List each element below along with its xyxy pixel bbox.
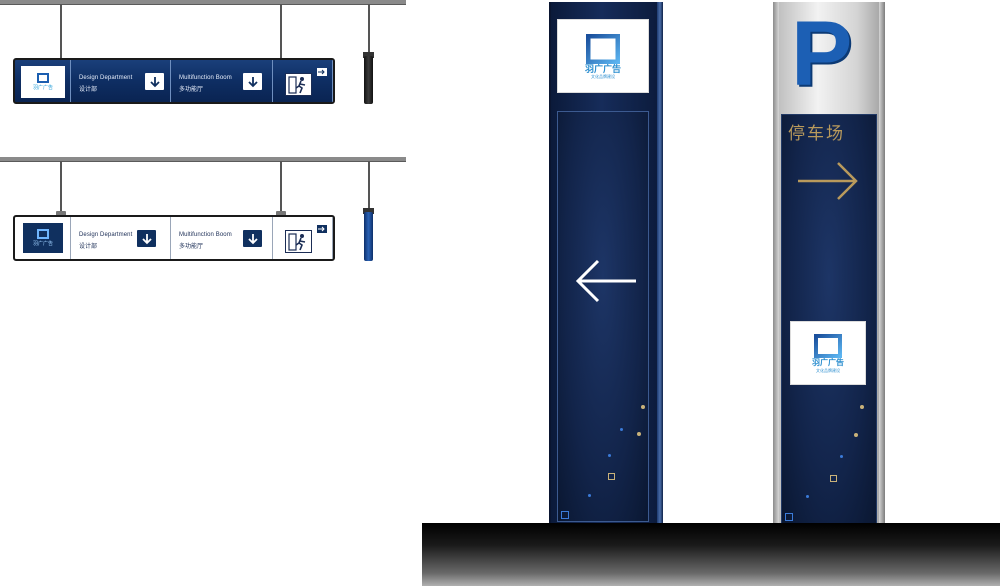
hanger-rod <box>60 4 62 58</box>
decor-square <box>785 513 793 521</box>
floor-base <box>422 523 1000 586</box>
logo: 羽广广告 文化品牌建设 <box>557 19 649 93</box>
totem-edge <box>657 2 663 524</box>
logo-text: 羽广广告 <box>584 63 621 74</box>
decor-square <box>608 473 615 480</box>
logo-text: 羽广广告 <box>32 85 53 91</box>
ceiling-bar-top <box>0 0 406 5</box>
down-arrow-icon <box>145 73 164 90</box>
directional-totem: 羽广广告 文化品牌建设 <box>549 2 663 524</box>
decor-dot <box>608 454 611 457</box>
logo-segment: 羽广广告 <box>15 217 71 259</box>
decor-square <box>830 475 837 482</box>
totem-frame-left <box>773 2 779 524</box>
multifunction-hall-segment: Multifunction Boom 多功能厅 <box>171 217 273 259</box>
exit-segment <box>273 217 333 259</box>
logo-square-icon <box>814 333 842 358</box>
multifunction-hall-en: Multifunction Boom <box>179 75 232 81</box>
multifunction-hall-zh: 多功能厅 <box>179 244 204 250</box>
logo-tagline: 文化品牌建设 <box>591 73 615 79</box>
hanger-rod <box>368 161 370 209</box>
decor-dot <box>840 455 843 458</box>
right-arrow-icon <box>317 68 327 76</box>
logo-square-icon <box>37 229 49 239</box>
decor-dot <box>620 428 623 431</box>
logo-tagline: 文化品牌建设 <box>816 367 840 373</box>
totem-inner-panel: 停车场 羽广广告 文化品牌建设 <box>781 114 877 524</box>
parking-label: 停车场 <box>788 124 845 144</box>
totem-frame-right <box>879 2 885 524</box>
left-arrow-icon <box>575 259 636 303</box>
right-arrow-icon <box>317 225 327 233</box>
side-sign-dark <box>364 56 373 104</box>
decor-dot <box>641 405 645 409</box>
side-sign-cap <box>363 208 374 214</box>
logo-text: 羽广广告 <box>32 241 53 247</box>
logo-square-icon <box>586 33 620 64</box>
decor-dot <box>637 432 641 436</box>
multifunction-hall-zh: 多功能厅 <box>179 87 204 93</box>
parking-p-letter: P <box>791 3 853 105</box>
multifunction-hall-en: Multifunction Boom <box>179 232 232 238</box>
down-arrow-icon <box>137 230 156 247</box>
hanger-rod <box>60 161 62 215</box>
logo: 羽广广告 <box>21 66 65 98</box>
decor-dot <box>854 433 858 437</box>
ceiling-bar-bottom <box>0 157 406 162</box>
hanger-rod <box>280 161 282 215</box>
design-department-en: Design Department <box>79 75 133 81</box>
parking-totem: P 停车场 羽广广告 文化品牌建设 <box>773 2 885 524</box>
design-department-zh: 设计部 <box>79 244 98 250</box>
down-arrow-icon <box>243 73 262 90</box>
side-sign-blue <box>364 212 373 261</box>
logo: 羽广广告 <box>23 223 63 253</box>
design-department-zh: 设计部 <box>79 87 98 93</box>
exit-segment <box>273 60 333 102</box>
decor-dot <box>588 494 591 497</box>
decor-square <box>561 511 569 519</box>
hanging-sign-light: 羽广广告 Design Department 设计部 Multifunction… <box>13 215 335 261</box>
design-department-segment: Design Department 设计部 <box>71 60 171 102</box>
side-sign-cap <box>363 52 374 58</box>
decor-dot <box>806 495 809 498</box>
hanger-rod <box>280 4 282 58</box>
hanger-clip <box>56 211 66 216</box>
down-arrow-icon <box>243 230 262 247</box>
decor-dot <box>860 405 864 409</box>
hanger-clip <box>276 211 286 216</box>
logo: 羽广广告 文化品牌建设 <box>790 321 866 385</box>
design-department-en: Design Department <box>79 232 133 238</box>
emergency-exit-icon <box>285 73 312 96</box>
hanger-rod <box>368 4 370 54</box>
logo-segment: 羽广广告 <box>15 60 71 102</box>
emergency-exit-icon <box>285 230 312 253</box>
hanging-sign-dark: 羽广广告 Design Department 设计部 Multifunction… <box>13 58 335 104</box>
logo-text: 羽广广告 <box>812 357 844 367</box>
logo-square-icon <box>37 73 49 83</box>
right-arrow-icon <box>798 162 858 200</box>
totem-inner-panel <box>557 111 649 522</box>
design-department-segment: Design Department 设计部 <box>71 217 171 259</box>
multifunction-hall-segment: Multifunction Boom 多功能厅 <box>171 60 273 102</box>
